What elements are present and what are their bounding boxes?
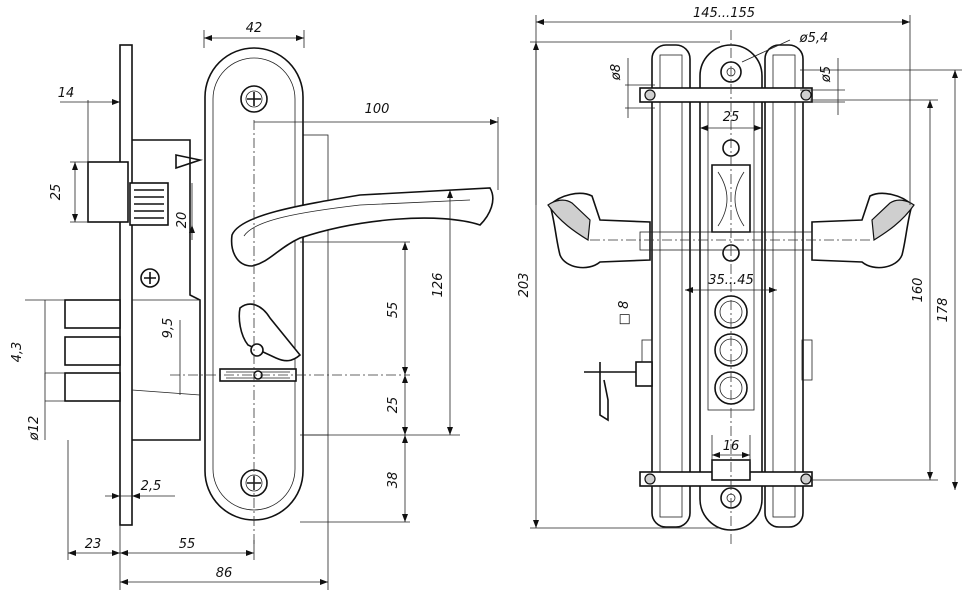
dim-160: 160 xyxy=(911,278,926,303)
dim-diameter-8: ø8 xyxy=(609,64,624,81)
dim-35-45: 35...45 xyxy=(708,273,753,288)
dim-145-155: 145...155 xyxy=(693,6,755,21)
latch-bolt xyxy=(87,161,129,223)
dim-38: 38 xyxy=(386,472,401,489)
dead-bolt-3 xyxy=(64,372,121,402)
dim-25-middle: 25 xyxy=(386,397,401,414)
lever-handle xyxy=(230,187,494,267)
side-view-dimensions xyxy=(25,30,499,590)
dim-55-vertical: 55 xyxy=(386,302,401,319)
dim-diameter-12: ø12 xyxy=(27,416,42,442)
dim-diameter-5: ø5 xyxy=(819,66,834,83)
dim-diameter-5-4: ø5,4 xyxy=(799,31,829,46)
dim-100: 100 xyxy=(365,102,390,117)
plate-left xyxy=(651,44,691,528)
top-tie-rod xyxy=(639,87,813,103)
dim-25-bolt: 25 xyxy=(49,184,64,201)
dimension-labels: 42 100 14 25 20 126 55 9,5 4,3 25 ø12 38… xyxy=(10,6,951,581)
front-view xyxy=(530,15,962,545)
dim-2-5: 2,5 xyxy=(141,479,162,494)
thumb-turn-key xyxy=(584,362,640,422)
dim-42: 42 xyxy=(246,21,263,36)
faceplate xyxy=(119,44,133,526)
plate-right xyxy=(764,44,804,528)
dim-square-8: □ 8 xyxy=(617,301,632,326)
dim-20: 20 xyxy=(175,212,190,229)
dim-126: 126 xyxy=(431,273,446,298)
dead-bolt-1 xyxy=(64,299,121,329)
dim-16: 16 xyxy=(723,439,740,454)
side-view xyxy=(25,30,499,590)
dim-4-3: 4,3 xyxy=(10,342,25,363)
lock-body xyxy=(132,139,201,441)
dim-55-horizontal: 55 xyxy=(179,537,196,552)
dim-178: 178 xyxy=(936,298,951,323)
dim-23: 23 xyxy=(85,537,102,552)
dim-203: 203 xyxy=(517,273,532,298)
dim-9-5: 9,5 xyxy=(161,318,176,339)
dim-14: 14 xyxy=(58,86,75,101)
dim-25-top: 25 xyxy=(723,110,740,125)
dim-86: 86 xyxy=(216,566,233,581)
front-view-dimensions xyxy=(530,15,962,529)
dead-bolt-2 xyxy=(64,336,121,366)
latch-spring xyxy=(134,189,164,219)
